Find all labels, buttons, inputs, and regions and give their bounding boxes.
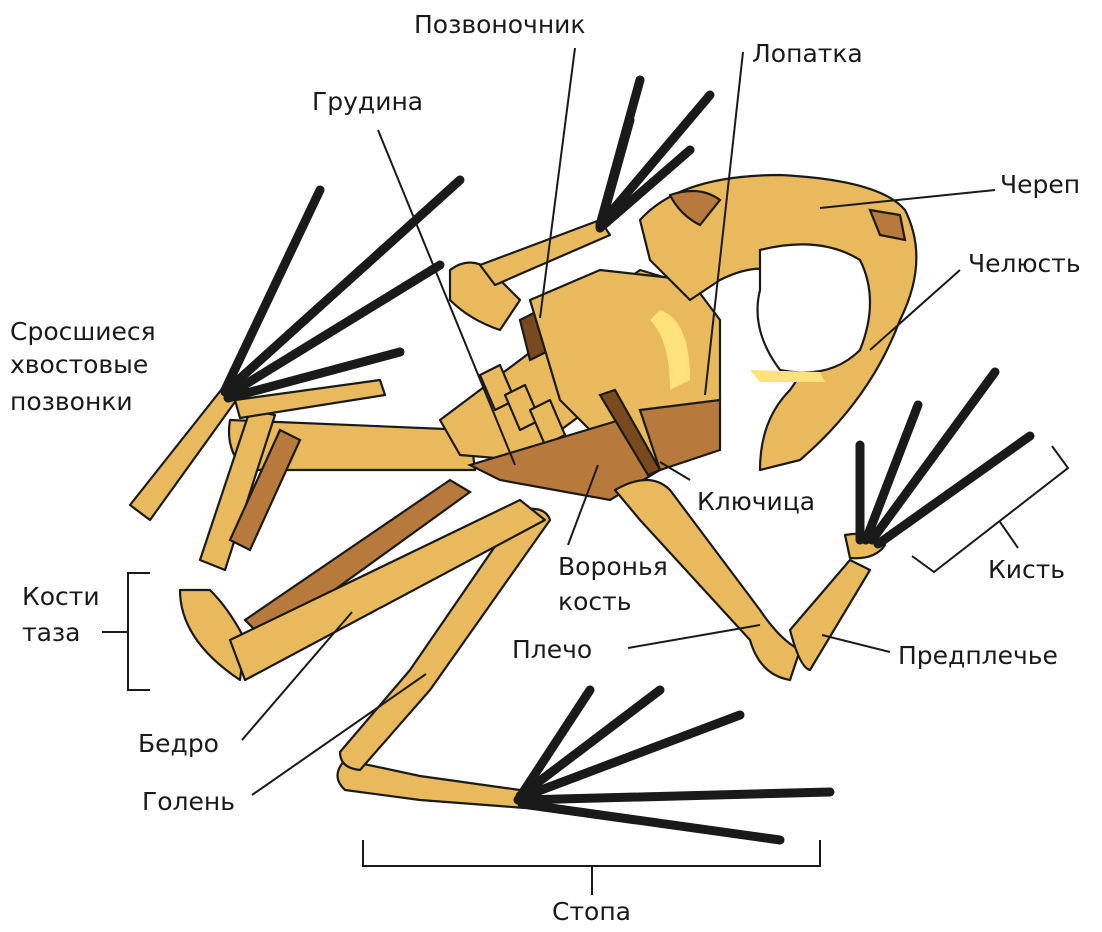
leader-humerus [628, 625, 760, 648]
label-pelvis-2: таза [22, 618, 81, 647]
label-sternum: Грудина [312, 87, 423, 116]
label-scapula: Лопатка [752, 39, 863, 68]
foot-toes [518, 690, 830, 840]
label-jaw: Челюсть [968, 249, 1081, 278]
label-pelvis-1: Кости [22, 582, 100, 611]
leader-forearm [822, 635, 890, 652]
label-skull: Череп [1000, 170, 1080, 199]
label-coracoid-1: Воронья [558, 552, 668, 581]
bracket-hand-tick [1000, 522, 1018, 548]
label-humerus: Плечо [512, 635, 592, 664]
label-clavicle: Ключица [697, 487, 815, 516]
label-hand: Кисть [988, 555, 1065, 584]
label-urostyle-1: Сросшиеся [10, 317, 156, 346]
label-urostyle-3: позвонки [10, 387, 133, 416]
label-forearm: Предплечье [898, 641, 1058, 670]
bracket-pelvis [128, 573, 150, 690]
leader-spine [540, 48, 575, 318]
label-urostyle-2: хвостовые [10, 350, 148, 379]
label-femur: Бедро [138, 729, 219, 758]
bracket-foot [363, 840, 820, 866]
label-coracoid-2: кость [558, 587, 631, 616]
label-tibia: Голень [142, 787, 235, 816]
label-spine: Позвоночник [414, 10, 586, 39]
label-foot: Стопа [552, 897, 631, 926]
